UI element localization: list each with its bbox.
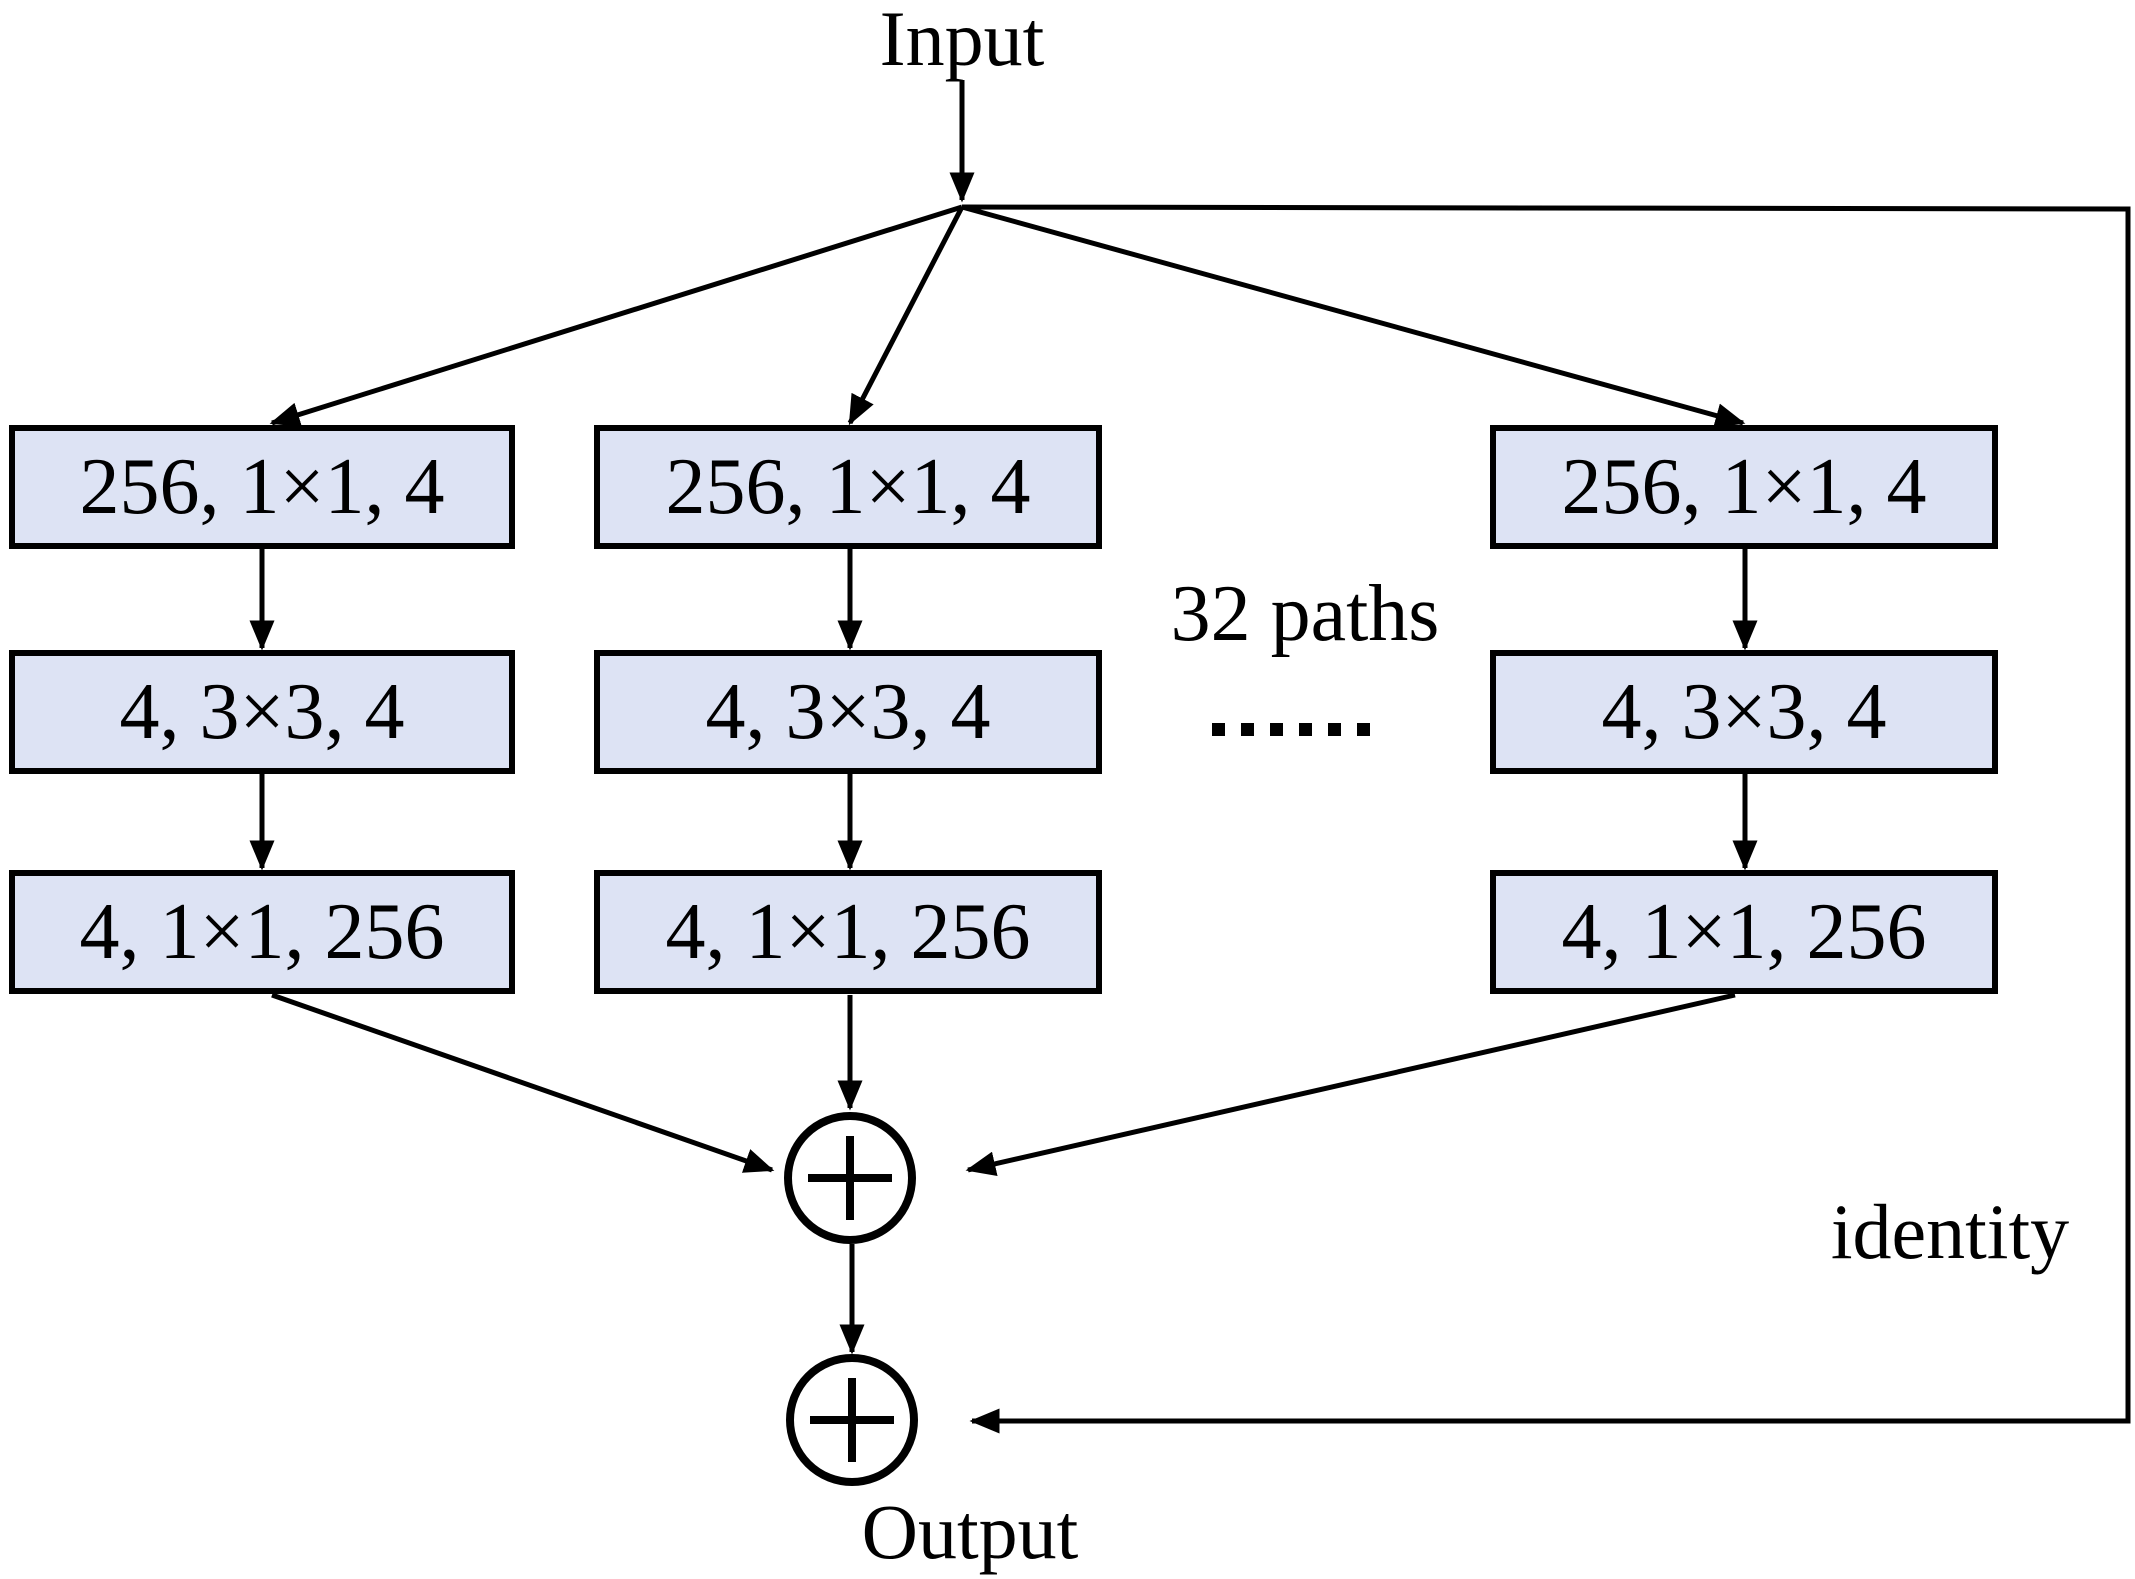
split-arrow-path-1 (269, 204, 963, 427)
merge-arrow-path-1 (271, 992, 775, 1173)
path-2: 256, 1×1, 4 4, 3×3, 4 4, 1×1, 256 (594, 425, 1102, 994)
identity-shortcut-line (961, 204, 2131, 1434)
paths-count-label: 32 paths (1171, 570, 1440, 658)
layer-box (9, 650, 515, 774)
layer-box (1490, 870, 1998, 994)
path-3: 256, 1×1, 4 4, 3×3, 4 4, 1×1, 256 (1490, 425, 1998, 994)
input-label: Input (880, 0, 1045, 82)
merge-arrow-path-3 (965, 992, 1736, 1177)
layer-label: 4, 3×3, 4 (119, 668, 404, 756)
split-arrow-path-2 (847, 205, 965, 426)
ellipsis-dot (1270, 723, 1283, 736)
layer-label: 4, 1×1, 256 (665, 888, 1030, 976)
layer-label: 4, 3×3, 4 (705, 668, 990, 756)
ellipsis-dot (1299, 723, 1312, 736)
identity-label: identity (1831, 1188, 2069, 1275)
layer-label: 256, 1×1, 4 (1561, 443, 1926, 531)
ellipsis-dot (1241, 723, 1254, 736)
split-arrow-path-3 (961, 204, 1746, 428)
residual-sum-icon (786, 1354, 918, 1486)
layer-box (594, 650, 1102, 774)
ellipsis-dots (1212, 723, 1370, 736)
layer-label: 4, 1×1, 256 (79, 888, 444, 976)
ellipsis-dot (1212, 723, 1225, 736)
ellipsis-dot (1328, 723, 1341, 736)
layer-box (1490, 425, 1998, 549)
layer-label: 256, 1×1, 4 (79, 443, 444, 531)
layer-label: 4, 1×1, 256 (1561, 888, 1926, 976)
layer-box (594, 870, 1102, 994)
output-label: Output (862, 1488, 1079, 1575)
layer-box (9, 870, 515, 994)
ellipsis-dot (1357, 723, 1370, 736)
path-1: 256, 1×1, 4 4, 3×3, 4 4, 1×1, 256 (9, 425, 515, 994)
layer-box (594, 425, 1102, 549)
layer-label: 256, 1×1, 4 (665, 443, 1030, 531)
layer-box (1490, 650, 1998, 774)
layer-box (9, 425, 515, 549)
aggregate-sum-icon (784, 1112, 916, 1244)
layer-label: 4, 3×3, 4 (1601, 668, 1886, 756)
